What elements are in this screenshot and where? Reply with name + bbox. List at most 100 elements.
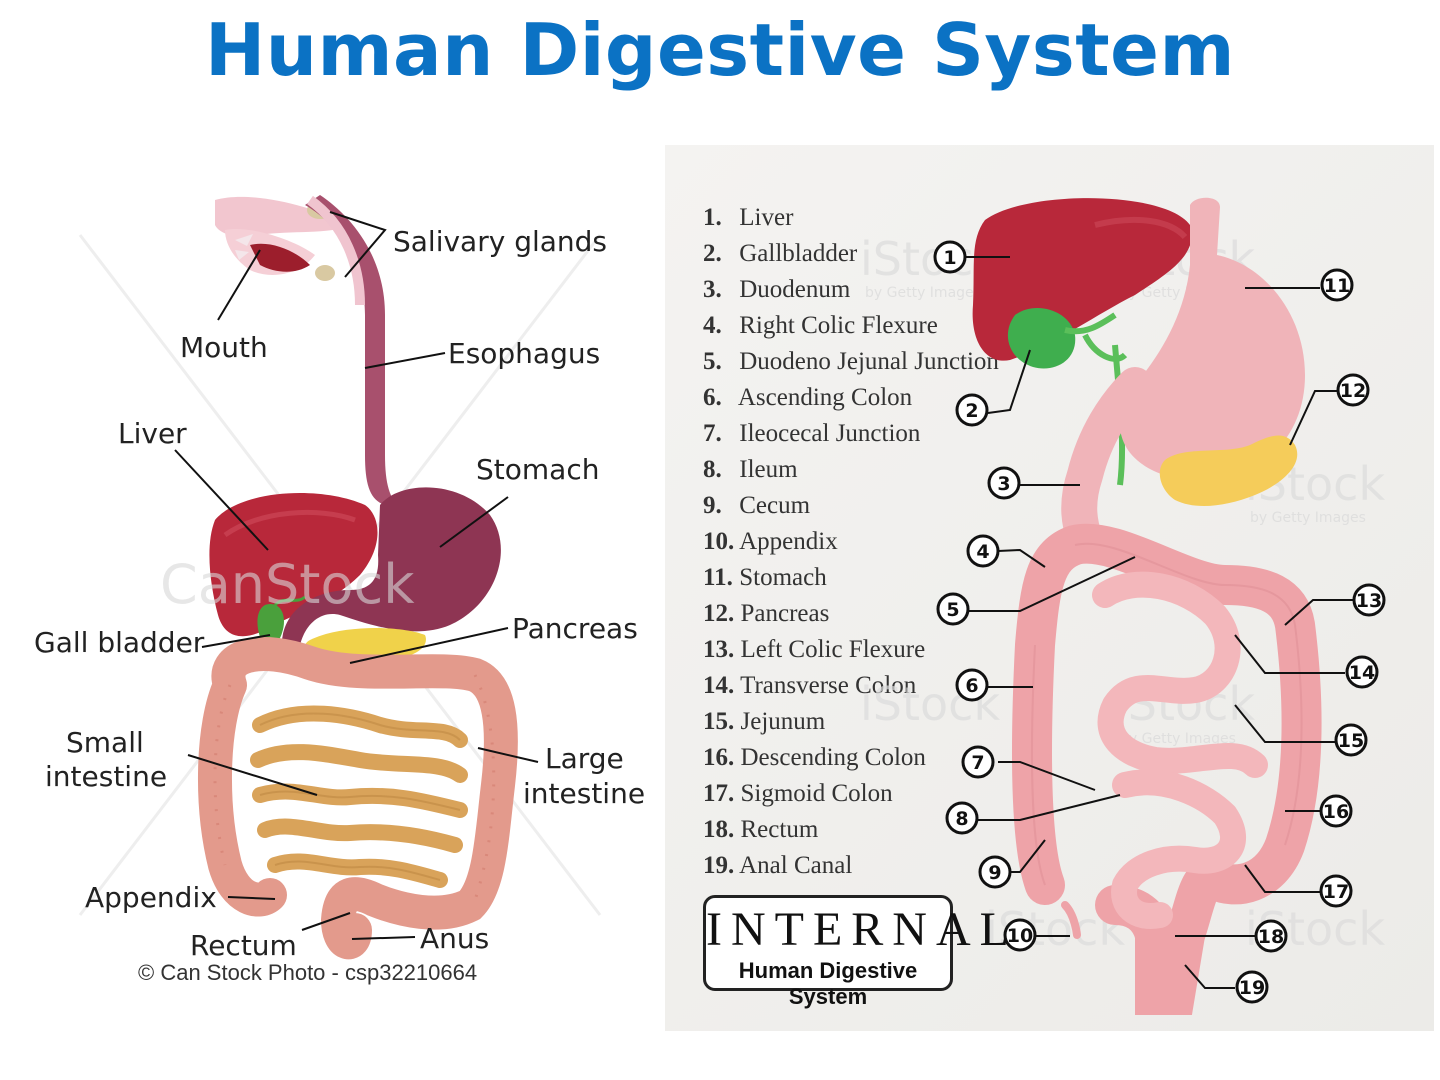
legend-number: 9. — [703, 492, 722, 519]
legend-label: Left Colic Flexure — [740, 636, 926, 663]
legend-item: 5. Duodeno Jejunal Junction — [703, 344, 999, 380]
left-diagram: CanStock Salivary glands Mouth Esophagus… — [20, 185, 650, 1005]
callout-circle — [955, 668, 989, 702]
legend-number: 19. — [703, 852, 735, 879]
legend-item: 15. Jejunum — [703, 704, 999, 740]
legend-item: 13. Left Colic Flexure — [703, 632, 999, 668]
legend-label: Ascending Colon — [737, 384, 913, 411]
callout-number: 13 — [1356, 590, 1382, 612]
legend-number: 12. — [703, 600, 735, 627]
legend-item: 4. Right Colic Flexure — [703, 308, 999, 344]
callout-circle — [1003, 918, 1037, 952]
gallbladder-organ — [257, 604, 285, 646]
legend-label: Duodenum — [739, 276, 851, 303]
legend-item: 2. Gallbladder — [703, 236, 999, 272]
right-anatomy-illustration: iStock iStock iStock iStock iStock iStoc… — [860, 197, 1386, 1015]
legend-label: Liver — [739, 204, 794, 231]
legend-label: Pancreas — [740, 600, 830, 627]
svg-text:by Getty Images: by Getty Images — [1120, 731, 1236, 747]
callout-number: 7 — [971, 752, 984, 774]
legend-number: 13. — [703, 636, 735, 663]
callout-circle — [933, 240, 967, 274]
callout-number: 2 — [965, 400, 978, 422]
legend-label: Duodeno Jejunal Junction — [739, 348, 999, 375]
label-anus: Anus — [420, 922, 489, 955]
callout-number: 10 — [1007, 925, 1033, 947]
callout-circle — [1352, 583, 1386, 617]
callout-circle — [987, 466, 1021, 500]
legend-number: 16. — [703, 744, 735, 771]
page-title: Human Digestive System — [205, 8, 1235, 92]
label-pancreas: Pancreas — [512, 612, 638, 645]
appendix-organ-right — [1061, 901, 1081, 939]
badge-title: INTERNAL — [706, 903, 1018, 956]
legend-label: Gallbladder — [739, 240, 858, 267]
label-rectum: Rectum — [190, 929, 297, 962]
legend-label: Appendix — [739, 528, 838, 555]
callout-number: 16 — [1323, 801, 1349, 823]
legend-item: 11. Stomach — [703, 560, 999, 596]
copyright-notice: © Can Stock Photo - csp32210664 — [138, 960, 478, 985]
stomach-organ-right — [1119, 197, 1305, 481]
label-large-intestine-1: Large — [545, 742, 624, 775]
callout-circle — [966, 534, 1000, 568]
leader-lines — [174, 211, 539, 940]
callout-circle — [1334, 723, 1368, 757]
legend-label: Ileocecal Junction — [739, 420, 921, 447]
callout-number: 19 — [1239, 977, 1265, 999]
legend-number: 18. — [703, 816, 735, 843]
legend-item: 10. Appendix — [703, 524, 999, 560]
legend-item: 3. Duodenum — [703, 272, 999, 308]
legend-item: 17. Sigmoid Colon — [703, 776, 999, 812]
legend-label: Stomach — [739, 564, 827, 591]
label-gall-bladder: Gall bladder — [34, 626, 205, 659]
callout-number: 6 — [965, 675, 978, 697]
legend-number: 4. — [703, 312, 722, 339]
callout-circle — [1235, 970, 1269, 1004]
small-intestine-organ-right — [1092, 571, 1268, 929]
legend-label: Rectum — [740, 816, 819, 843]
callout-number: 17 — [1323, 881, 1349, 903]
legend-item: 19. Anal Canal — [703, 848, 999, 884]
callout-circle — [978, 855, 1012, 889]
callout-circle — [936, 592, 970, 626]
callout-number: 12 — [1340, 380, 1366, 402]
liver-organ — [209, 493, 378, 637]
callout-circle — [1336, 373, 1370, 407]
legend-number: 2. — [703, 240, 722, 267]
callout-circle — [961, 745, 995, 779]
legend-item: 6. Ascending Colon — [703, 380, 999, 416]
callout-number: 1 — [943, 247, 956, 269]
label-small-intestine-1: Small — [66, 726, 144, 759]
legend-item: 7. Ileocecal Junction — [703, 416, 999, 452]
legend-item: 1. Liver — [703, 200, 999, 236]
legend-item: 9. Cecum — [703, 488, 999, 524]
stomach-organ — [281, 487, 501, 658]
legend-number: 5. — [703, 348, 722, 375]
left-anatomy-illustration: CanStock Salivary glands Mouth Esophagus… — [34, 195, 645, 962]
legend-item: 12. Pancreas — [703, 596, 999, 632]
callout-number: 5 — [946, 599, 959, 621]
legend-item: 8. Ileum — [703, 452, 999, 488]
callout-number: 15 — [1338, 730, 1364, 752]
left-watermark: CanStock — [160, 553, 415, 616]
callout-circle — [955, 393, 989, 427]
legend-item: 18. Rectum — [703, 812, 999, 848]
callout-number: 11 — [1324, 275, 1350, 297]
label-liver: Liver — [118, 417, 187, 450]
esophagus-organ — [305, 195, 402, 510]
callout-number: 8 — [955, 808, 968, 830]
legend-number: 6. — [703, 384, 722, 411]
label-appendix: Appendix — [85, 881, 217, 914]
label-mouth: Mouth — [180, 331, 268, 364]
legend-item: 14. Transverse Colon — [703, 668, 999, 704]
callout-circle — [945, 801, 979, 835]
legend-number: 14. — [703, 672, 735, 699]
legend-label: Jejunum — [740, 708, 826, 735]
legend-item: 16. Descending Colon — [703, 740, 999, 776]
callout-circle — [1345, 655, 1379, 689]
callout-number: 9 — [988, 862, 1001, 884]
label-large-intestine-2: intestine — [523, 777, 645, 810]
legend-label: Descending Colon — [740, 744, 926, 771]
legend-label: Ileum — [739, 456, 798, 483]
